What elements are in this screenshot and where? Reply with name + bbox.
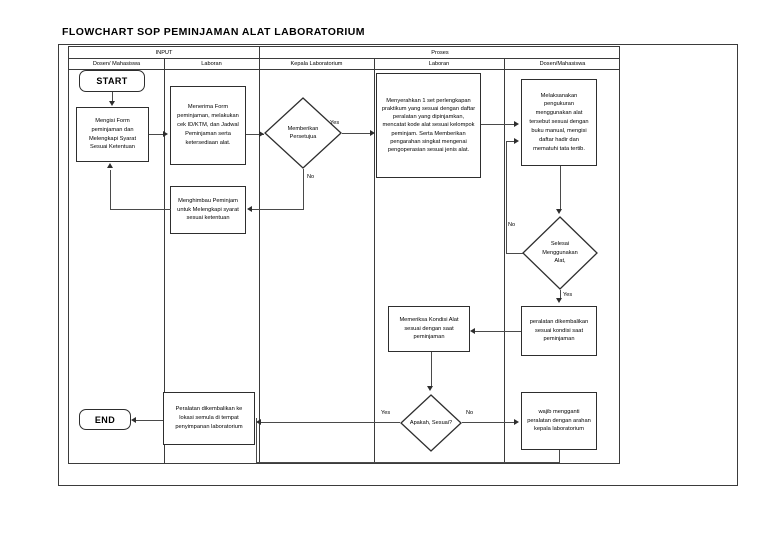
page-title: FLOWCHART SOP PEMINJAMAN ALAT LABORATORI… — [62, 26, 365, 38]
decision-selesai-menggunakan-alat[interactable]: Selesai Menggunakan Alat, — [522, 216, 598, 290]
group-header-row: INPUT Proses — [69, 47, 619, 58]
edge-label-persetujuan-yes: Yes — [330, 120, 340, 126]
swimlane-table: INPUT Proses Dosen/ Mahasiswa Laboran Ke… — [68, 46, 620, 464]
edge-label-apakah-no: No — [466, 410, 474, 416]
connector-serah-to-laksanakan — [481, 124, 515, 126]
start-terminal[interactable]: START — [79, 70, 145, 92]
edge-label-persetujuan-no: No — [307, 174, 315, 180]
lane-divider-1 — [164, 70, 165, 463]
edge-label-apakah-yes: Yes — [381, 410, 391, 416]
arrowhead-terima-form — [163, 130, 168, 137]
arrowhead-laksanakan-return — [514, 137, 519, 144]
arrowhead-menghimbau — [247, 205, 252, 212]
connector-kembali-lokasi-to-end — [136, 420, 163, 422]
lane-divider-2 — [259, 70, 260, 463]
arrowhead-kembali-lokasi — [256, 418, 261, 425]
lane-header-dosen-mahasiswa-proses: Dosen/Mahasiswa — [539, 61, 586, 67]
node-wajib-ganti[interactable]: wajib mengganti peralatan dengan arahan … — [521, 392, 597, 450]
connector-start-to-isi-form — [112, 92, 114, 102]
connector-laksanakan-to-selesai — [559, 166, 561, 210]
edge-label-selesai-no: No — [508, 222, 516, 228]
arrowhead-serah-alat — [370, 129, 375, 136]
arrowhead-end — [131, 416, 136, 423]
connector-wajib-ganti-up — [256, 418, 258, 462]
arrowhead-periksa-kondisi — [470, 327, 475, 334]
lane-header-laboran-proses: Laboran — [428, 61, 450, 67]
connector-periksa-to-apakah — [430, 352, 432, 387]
node-serah-alat[interactable]: Menyerahkan 1 set perlengkapan praktikum… — [376, 73, 481, 178]
lane-divider-4 — [504, 70, 505, 463]
arrowhead-apakah-sesuai — [427, 386, 433, 391]
arrowhead-kembalikan-alat — [556, 298, 562, 303]
group-header-proses: Proses — [431, 49, 449, 56]
connector-menghimbau-to-isi-form-h — [110, 209, 171, 211]
node-isi-form[interactable]: Mengisi Form peminjaman dan Melengkapi S… — [76, 107, 149, 162]
connector-selesai-no-h — [506, 253, 523, 255]
connector-persetujuan-yes — [342, 133, 372, 135]
arrowhead-isi-form — [108, 101, 115, 106]
group-header-input: INPUT — [155, 49, 173, 56]
node-laksanakan-pengukuran[interactable]: Melaksanakan pengukuran menggunakan alat… — [521, 79, 597, 166]
lane-header-laboran-input: Laboran — [201, 61, 222, 67]
connector-selesai-no-v — [506, 141, 508, 253]
decision-apakah-sesuai[interactable]: Apakah, Sesuai? — [400, 394, 462, 452]
node-kembalikan-alat[interactable]: peralatan dikembalikan sesuai kondisi sa… — [521, 306, 597, 356]
lane-divider-3 — [374, 70, 375, 463]
connector-apakah-yes — [261, 422, 400, 424]
connector-isi-form-to-terima-form — [149, 134, 163, 136]
lane-header-dosen-mahasiswa-input: Dosen/ Mahasiswa — [92, 61, 141, 67]
arrowhead-wajib-ganti — [514, 418, 519, 425]
connector-terima-form-to-persetujuan — [246, 134, 264, 136]
end-terminal[interactable]: END — [79, 409, 131, 430]
connector-apakah-no — [462, 422, 515, 424]
node-periksa-kondisi[interactable]: Memeriksa Kondisi Alat sesuai dengan saa… — [388, 306, 470, 352]
arrowhead-persetujuan — [259, 130, 264, 137]
connector-wajib-ganti-back — [256, 462, 559, 464]
arrowhead-laksanakan — [514, 120, 519, 127]
connector-persetujuan-no-vertical — [302, 169, 304, 210]
connector-selesai-yes — [559, 290, 561, 299]
node-terima-form[interactable]: Menerima Form peminjaman, melakukan cek … — [170, 86, 246, 165]
lane-header-kepala-laboratorium: Kepala Laboratorium — [290, 61, 343, 67]
node-kembali-lokasi[interactable]: Peralatan dikembalikan ke lokasi semula … — [163, 392, 255, 445]
connector-kembalikan-to-periksa — [474, 331, 521, 333]
arrowhead-selesai — [556, 209, 562, 214]
arrowhead-isi-form-return — [106, 163, 113, 168]
connector-selesai-no-h2 — [506, 141, 515, 143]
decision-persetujuan[interactable]: Memberikan Persetujua — [264, 97, 342, 169]
connector-menghimbau-to-isi-form-v — [110, 170, 112, 209]
connector-wajib-ganti-down — [558, 450, 560, 463]
outer-page-frame — [58, 44, 738, 486]
node-menghimbau[interactable]: Menghimbau Peminjam untuk Melengkapi sya… — [170, 186, 246, 234]
edge-label-selesai-yes: Yes — [563, 292, 573, 298]
lane-header-row: Dosen/ Mahasiswa Laboran Kepala Laborato… — [69, 58, 619, 70]
connector-persetujuan-no-horizontal — [252, 209, 303, 211]
